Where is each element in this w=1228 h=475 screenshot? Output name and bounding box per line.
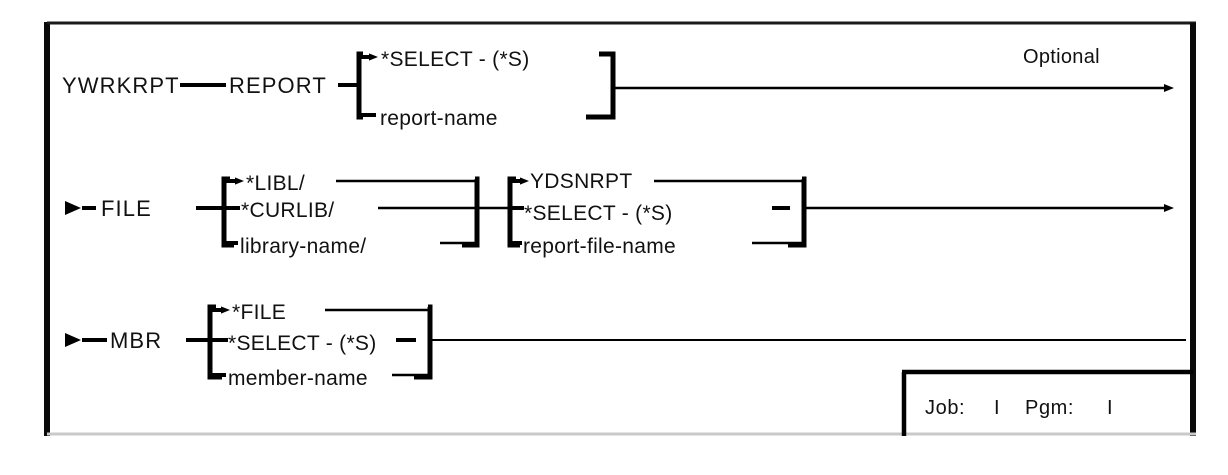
row-entry-arrow-file: [65, 201, 81, 215]
bracket-open-report: [356, 51, 363, 120]
job-value: I: [994, 397, 1000, 419]
optional-label: Optional: [1023, 46, 1100, 68]
diagram-frame: [44, 21, 1196, 436]
bracket-close-file-name: [788, 176, 807, 248]
option-report-file-name: report-file-name: [523, 235, 676, 258]
bracket-close-report: [586, 51, 616, 120]
command-name: YWRKRPT: [62, 73, 180, 98]
pgm-value: I: [1107, 397, 1113, 419]
option-curlib: *CURLIB/: [241, 199, 334, 222]
option-ydsnrpt: YDSNRPT: [530, 170, 632, 193]
option-report-select: *SELECT - (*S): [381, 48, 530, 71]
bracket-close-file-library: [462, 176, 480, 248]
row-mbr: MBR *FILE *SELECT - (*S) member-name: [65, 301, 1186, 390]
row-entry-arrow-mbr: [65, 333, 81, 347]
keyword-file: FILE: [101, 196, 152, 221]
option-file-select: *SELECT - (*S): [524, 202, 673, 225]
row-file: FILE *LIBL/ *CURLIB/ library-name/ YDSNR…: [65, 170, 1174, 258]
bracket-close-mbr: [414, 304, 433, 380]
option-libl: *LIBL/: [246, 172, 305, 195]
job-label: Job:: [925, 397, 965, 419]
status-box: Job: I Pgm: I: [901, 369, 1193, 436]
option-mbr-select: *SELECT - (*S): [228, 332, 377, 355]
option-mbr-file: *FILE: [232, 301, 286, 324]
option-library-name: library-name/: [240, 235, 366, 258]
row-report: YWRKRPT REPORT *SELECT - (*S) report-nam…: [62, 46, 1174, 130]
bracket-open-file-library: [221, 176, 234, 248]
bracket-open-file-name: [507, 176, 520, 248]
keyword-mbr: MBR: [110, 328, 162, 353]
option-member-name: member-name: [228, 367, 368, 390]
option-report-name: report-name: [380, 107, 498, 130]
keyword-report: REPORT: [229, 73, 327, 98]
pgm-label: Pgm:: [1025, 397, 1074, 419]
